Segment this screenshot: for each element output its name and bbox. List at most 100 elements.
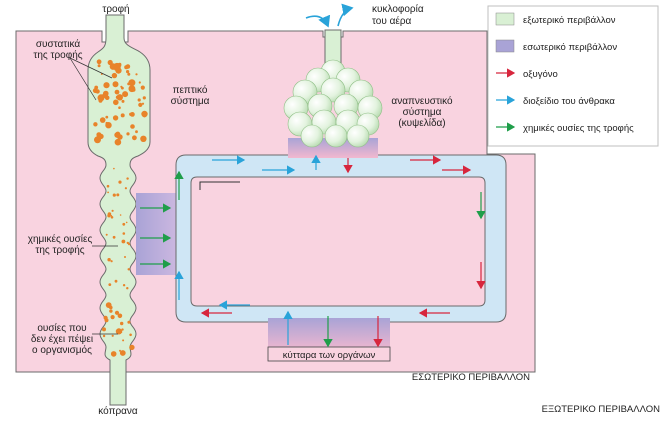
food-particle (114, 132, 121, 138)
food-particle (103, 90, 109, 97)
label-undigested-3: ο οργανισμός (32, 344, 92, 356)
food-particle (135, 73, 138, 76)
label-food: τροφή (102, 3, 129, 15)
food-particle-small (127, 268, 130, 271)
food-particle-small (107, 258, 111, 262)
food-particle (114, 89, 120, 95)
undigested-particle (117, 313, 123, 319)
undigested-particle (111, 334, 114, 337)
label-respiratory-1: αναπνευστικό (391, 95, 453, 107)
food-particle-small (125, 221, 128, 224)
food-particle (114, 138, 122, 146)
undigested-particle (102, 327, 106, 332)
food-particle-small (106, 184, 110, 188)
food-particle (97, 64, 101, 68)
food-particle-small (118, 180, 122, 184)
food-particle (122, 91, 129, 98)
food-particle-small (124, 256, 126, 258)
food-particle (132, 135, 137, 141)
undigested-particle (119, 349, 121, 352)
label-feces: κόπρανα (98, 405, 138, 417)
food-particle-small (121, 239, 126, 244)
food-particle-small (110, 215, 113, 217)
food-particle (124, 65, 129, 70)
label-respiratory-3: (κυψελίδα) (398, 117, 445, 129)
undigested-particle (102, 334, 106, 338)
food-particle-small (111, 209, 114, 212)
food-particle (138, 102, 143, 107)
label-food-chem-2: της τροφής (35, 244, 84, 256)
food-particle-small (112, 193, 116, 197)
food-particle-small (124, 187, 127, 190)
gut-absorption-zone (136, 193, 176, 275)
food-particle (143, 114, 146, 118)
undigested-particle (105, 302, 112, 308)
undigested-particle (119, 350, 126, 356)
food-particle (128, 85, 136, 93)
food-particle-small (112, 235, 116, 239)
undigested-particle (121, 328, 124, 331)
food-particle (141, 102, 145, 105)
food-particles (92, 59, 148, 357)
undigested-particle (122, 339, 125, 342)
legend-swatch-1 (495, 39, 515, 53)
food-particle (95, 89, 100, 94)
alveolus (283, 59, 383, 148)
food-particle-small (107, 212, 112, 216)
arrow-air-out (337, 3, 354, 27)
blood-vessel-loop (175, 154, 507, 323)
label-food-components-1: συστατικά (36, 38, 80, 50)
label-air-2: του αέρα (372, 15, 412, 27)
food-particle (129, 112, 133, 117)
food-particle-small (107, 191, 109, 194)
food-particle (126, 132, 130, 136)
food-particle (111, 72, 118, 79)
label-undigested-1: ουσίες που (37, 322, 86, 334)
pointer-lines (69, 57, 118, 335)
legend-label-4: χημικές ουσίες της τροφής (523, 123, 634, 134)
food-particle (113, 99, 119, 106)
food-particle (140, 135, 147, 142)
food-particle (107, 59, 113, 66)
food-particle (96, 59, 102, 65)
label-digestive-2: σύστημα (171, 95, 210, 107)
label-inner-environment: ΕΣΩΤΕΡΙΚΟ ΠΕΡΙΒΑΛΛΟΝ (412, 372, 530, 383)
food-particle-small (126, 287, 129, 290)
food-particle (105, 122, 112, 129)
food-particle (135, 130, 138, 134)
flow-arrows (140, 3, 486, 348)
food-particle (113, 62, 121, 70)
undigested-particle (109, 309, 113, 313)
food-particle-small (116, 193, 120, 197)
legend-swatch-0 (495, 12, 515, 26)
food-particle (115, 95, 120, 100)
food-particle-small (114, 279, 118, 283)
food-particle (120, 85, 123, 88)
food-particle (116, 94, 124, 101)
food-particle (138, 81, 141, 84)
legend-label-0: εξωτερικό περιβάλλον (523, 15, 616, 26)
food-particle (126, 70, 130, 74)
food-particle (105, 115, 109, 119)
food-particle-small (126, 177, 129, 180)
food-particle (140, 85, 145, 90)
legend-box (487, 5, 659, 147)
food-particle (98, 98, 103, 103)
undigested-particle (103, 315, 108, 320)
undigested-particle (115, 328, 122, 335)
food-particle (93, 122, 98, 127)
food-particle (118, 106, 121, 109)
food-particle-small (122, 222, 126, 226)
label-outer-environment: ΕΞΩΤΕΡΙΚΟ ΠΕΡΙΒΑΛΛΟΝ (542, 404, 661, 415)
undigested-particle (114, 310, 120, 315)
food-particle (112, 81, 119, 88)
label-food-chem-1: χημικές ουσίες (28, 233, 93, 245)
food-particle-small (122, 232, 126, 235)
undigested-particle (110, 351, 117, 357)
arrow-air-in (305, 14, 331, 28)
pointer-food-components-2 (69, 57, 97, 101)
food-particle-small (108, 283, 112, 286)
undigested-particle (127, 320, 131, 324)
